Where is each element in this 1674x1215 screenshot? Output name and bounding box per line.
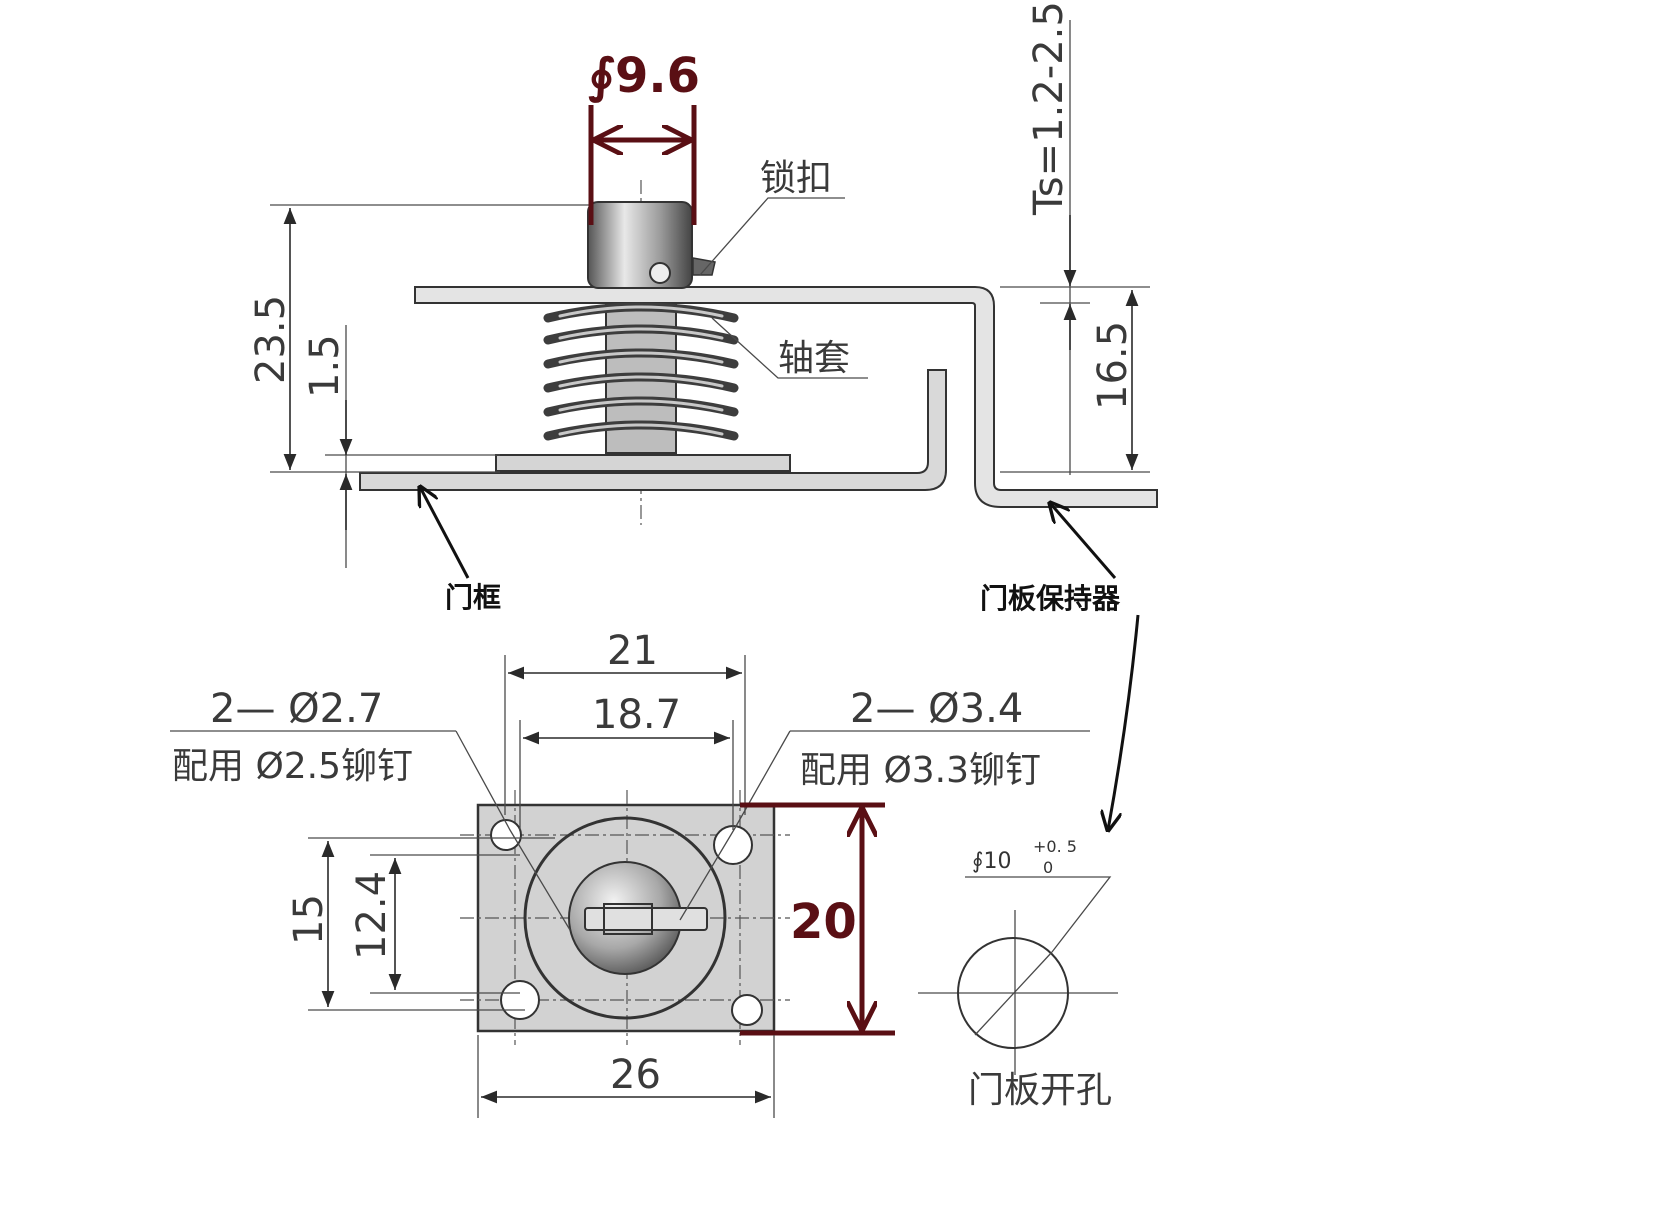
dim-height-total: 23.5 [248,295,294,384]
dim-hole-left: 2— Ø2.7 [210,686,383,732]
ring-outline [523,816,727,1020]
dim-hole-right: 2— Ø3.4 [850,686,1023,732]
base-washer [495,454,791,472]
hole-small-top-left [490,819,522,851]
dim-rivet-right: 配用 Ø3.3铆钉 [800,750,1041,791]
cutout-circle [957,937,1069,1049]
dim-base-thickness: 1.5 [302,334,348,398]
dim-width-outer: 21 [607,628,658,674]
dim-diameter: ∮9.6 [588,48,700,104]
side-view: 23.5 1.5 ∮9.6 Ts=1.2-2.5 16.5 锁扣 轴套 门框 门… [248,1,1158,830]
dim-width-bottom: 26 [610,1052,661,1098]
label-sleeve: 轴套 [778,338,850,379]
latch-pin [587,201,693,289]
spring [543,302,739,441]
latch-bar [584,907,708,931]
dim-ts: Ts=1.2-2.5 [1026,1,1072,216]
tol-upper: +0. 5 [1033,837,1077,856]
dim-width-inner: 18.7 [592,692,681,738]
door-frame-plate [359,369,947,491]
label-retainer: 门板保持器 [980,582,1121,615]
plan-view: 21 18.7 2— Ø2.7 配用 Ø2.5铆钉 2— Ø3.4 配用 Ø3.… [170,628,1090,1118]
hole-small-bottom-left [500,980,540,1020]
dim-height-outer: 15 [286,894,332,945]
pin-hole [649,262,671,284]
hole-large-bottom-right [731,994,763,1026]
dim-height-inner: 12.4 [349,871,395,960]
dim-hole: ∮10 [972,849,1011,874]
tol-lower: 0 [1043,858,1053,877]
dim-rivet-left: 配用 Ø2.5铆钉 [172,746,413,787]
label-latch: 锁扣 [760,158,832,199]
cutout-view: ∮10 +0. 5 0 门板开孔 [918,837,1118,1111]
dim-retainer-height: 16.5 [1090,321,1136,410]
dim-height-plate: 20 [790,894,857,950]
top-plate [414,286,1158,508]
label-door-frame: 门框 [445,581,501,614]
latch-clip [692,257,716,276]
label-cutout: 门板开孔 [968,1070,1112,1111]
